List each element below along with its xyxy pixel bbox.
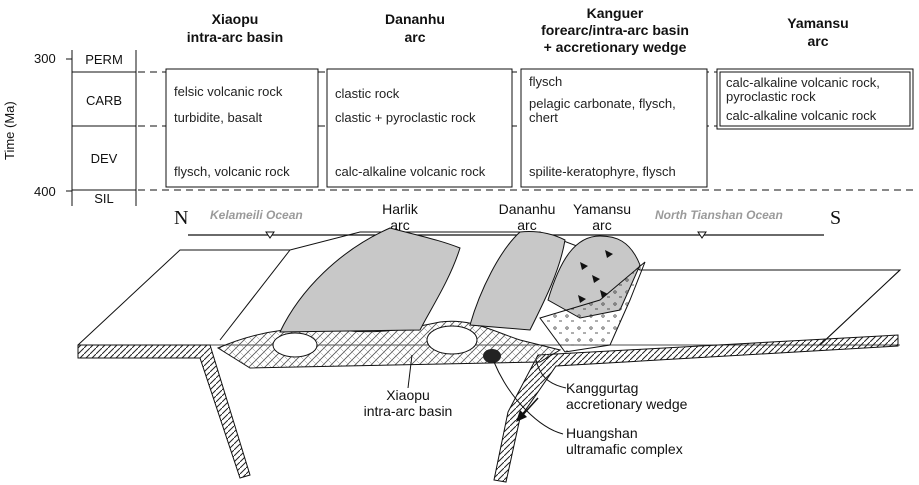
header-line: Kanguer [587,5,644,21]
cell-text: flysch, volcanic rock [174,164,290,179]
cell-text: turbidite, basalt [174,110,263,125]
axis-label: Time (Ma) [2,101,17,160]
wedge-label: accretionary wedge [566,396,688,412]
tick-label: 300 [34,51,56,66]
stratigraphy-table: Xiaopu intra-arc basin Dananhu arc Kangu… [2,5,915,206]
cell-text: pelagic carbonate, flysch, [529,96,676,111]
header-line: Yamansu [787,15,848,31]
cell-text: spilite-keratophyre, flysch [529,164,676,179]
header-line: forearc/intra-arc basin [541,22,689,38]
basin-label: Xiaopu [386,387,430,403]
surface-line [220,250,290,340]
basin-label: intra-arc basin [364,403,453,419]
header-line: arc [807,33,828,49]
cell-text: pyroclastic rock [726,89,816,104]
column-header-yamansu: Yamansu arc [787,15,848,49]
period-perm: PERM [85,52,123,67]
wedge-label: Kanggurtag [566,380,638,396]
cell-text: clastic rock [335,86,400,101]
ocean-label-north-tianshan: North Tianshan Ocean [655,208,783,222]
arc-label: arc [517,217,536,233]
cross-section: N S Kelameili Ocean North Tianshan Ocean… [78,201,900,482]
column-header-xiaopu: Xiaopu intra-arc basin [187,11,283,45]
north-label: N [174,207,188,229]
surface-line [820,270,900,345]
column-header-dananhu: Dananhu arc [385,11,445,45]
huangshan-complex-marker [483,349,501,363]
complex-label: ultramafic complex [566,441,683,457]
tick-label: 400 [34,184,56,199]
header-line: intra-arc basin [187,29,283,45]
arc-label: arc [592,217,611,233]
cell-text: chert [529,110,558,125]
cell-text: calc-alkaline volcanic rock, [726,75,880,90]
period-carb: CARB [86,93,122,108]
arc-label: Yamansu [573,201,631,217]
magma-body [427,326,477,354]
ocean-label-kelameili: Kelameili Ocean [210,208,303,222]
complex-label: Huangshan [566,425,638,441]
cell-text: flysch [529,74,562,89]
period-sil: SIL [94,191,114,206]
arc-label: Dananhu [499,201,556,217]
header-line: Dananhu [385,11,445,27]
arc-label: Harlik [382,201,419,217]
column-header-kanguer: Kanguer forearc/intra-arc basin + accret… [541,5,689,55]
cell-text: calc-alkaline volcanic rock [335,164,486,179]
cell-text: felsic volcanic rock [174,84,283,99]
right-subducting-slab [494,335,898,482]
timescale: Time (Ma) 300 400 PERM CARB DEV SIL [2,50,136,206]
header-line: arc [404,29,425,45]
cell-text: calc-alkaline volcanic rock [726,108,877,123]
left-subducting-slab [78,345,250,478]
cell-text: clastic + pyroclastic rock [335,110,476,125]
period-dev: DEV [91,151,118,166]
magma-body [273,333,317,357]
harlik-arc-body [280,228,460,332]
south-label: S [830,207,841,229]
header-line: + accretionary wedge [544,39,687,55]
header-line: Xiaopu [212,11,259,27]
